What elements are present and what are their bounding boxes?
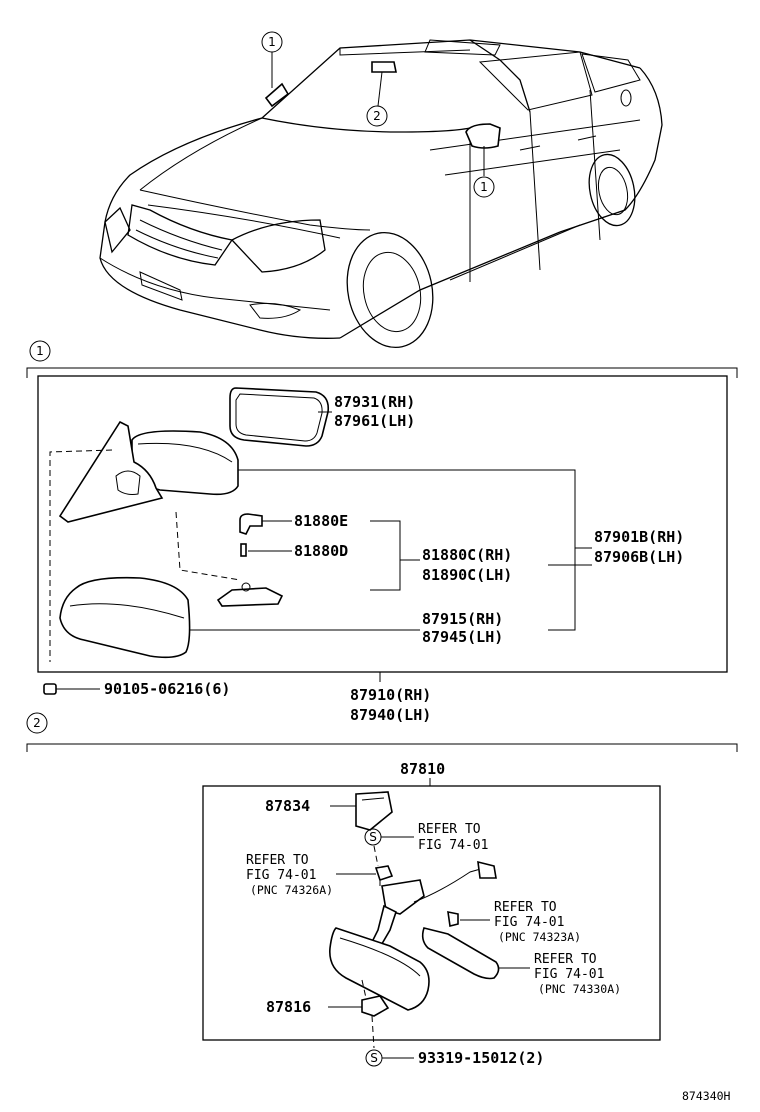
label-81890c: 81890C(LH)	[422, 566, 512, 584]
label-87906b: 87906B(LH)	[594, 548, 684, 566]
label-87901b: 87901B(RH)	[594, 528, 684, 546]
car-illustration	[99, 39, 663, 349]
ref4-line1: REFER TO	[534, 952, 597, 967]
s-symbol-bolt-icon: S	[365, 1049, 383, 1067]
svg-text:1: 1	[268, 35, 276, 49]
mirror-cover	[59, 576, 191, 659]
car-callout-2: 2	[366, 105, 388, 127]
label-81880d: 81880D	[294, 542, 348, 560]
section-2-bracket	[26, 743, 738, 752]
ref1-line1: REFER TO	[418, 822, 481, 837]
label-87945: 87945(LH)	[422, 628, 503, 646]
label-87834: 87834	[265, 797, 310, 815]
label-87910: 87910(RH)	[350, 686, 431, 704]
label-87915: 87915(RH)	[422, 610, 503, 628]
map-lamp-lens	[421, 927, 500, 980]
section-1-frame	[37, 375, 728, 673]
label-87816: 87816	[266, 998, 311, 1016]
ref1-line2: FIG 74-01	[418, 838, 488, 853]
screw-icon	[43, 683, 66, 695]
section-1-callout: 1	[29, 340, 51, 362]
label-93319: 93319-15012(2)	[418, 1049, 544, 1067]
section-1-bracket	[26, 367, 738, 378]
illustration-code: 874340H	[682, 1089, 731, 1103]
ref3-line3: (PNC 74323A)	[498, 930, 581, 944]
mirror-bracket	[361, 995, 390, 1017]
svg-text:1: 1	[36, 344, 44, 358]
label-81880e: 81880E	[294, 512, 348, 530]
ref2-line3: (PNC 74326A)	[250, 883, 333, 897]
socket-e	[239, 513, 263, 535]
label-90105: 90105-06216(6)	[104, 680, 230, 698]
ref3-line1: REFER TO	[494, 900, 557, 915]
svg-text:2: 2	[33, 716, 41, 730]
ref2-line2: FIG 74-01	[246, 868, 316, 883]
label-81880c: 81880C(RH)	[422, 546, 512, 564]
svg-text:S: S	[369, 830, 377, 844]
car-callout-1b: 1	[473, 176, 495, 198]
svg-text:1: 1	[480, 180, 488, 194]
socket-d	[240, 543, 247, 557]
label-87810: 87810	[400, 760, 445, 778]
mount-cover	[355, 791, 393, 831]
rear-view-mirror	[329, 927, 430, 1011]
mirror-glass	[229, 387, 330, 447]
label-87940: 87940(LH)	[350, 706, 431, 724]
ref4-line2: FIG 74-01	[534, 967, 604, 982]
car-callout-1a: 1	[261, 31, 283, 53]
s-symbol-icon: S	[364, 828, 382, 846]
label-87931: 87931(RH)	[334, 393, 415, 411]
ref4-line3: (PNC 74330A)	[538, 982, 621, 996]
ref3-line2: FIG 74-01	[494, 915, 564, 930]
svg-text:2: 2	[373, 109, 381, 123]
section-2-frame	[202, 785, 661, 1041]
svg-text:S: S	[370, 1051, 378, 1065]
section-2-callout: 2	[26, 712, 48, 734]
turn-signal-lamp	[216, 582, 284, 607]
mirror-base	[49, 420, 164, 662]
ref2-line1: REFER TO	[246, 853, 309, 868]
connector-icon	[447, 910, 459, 927]
label-87961: 87961(LH)	[334, 412, 415, 430]
